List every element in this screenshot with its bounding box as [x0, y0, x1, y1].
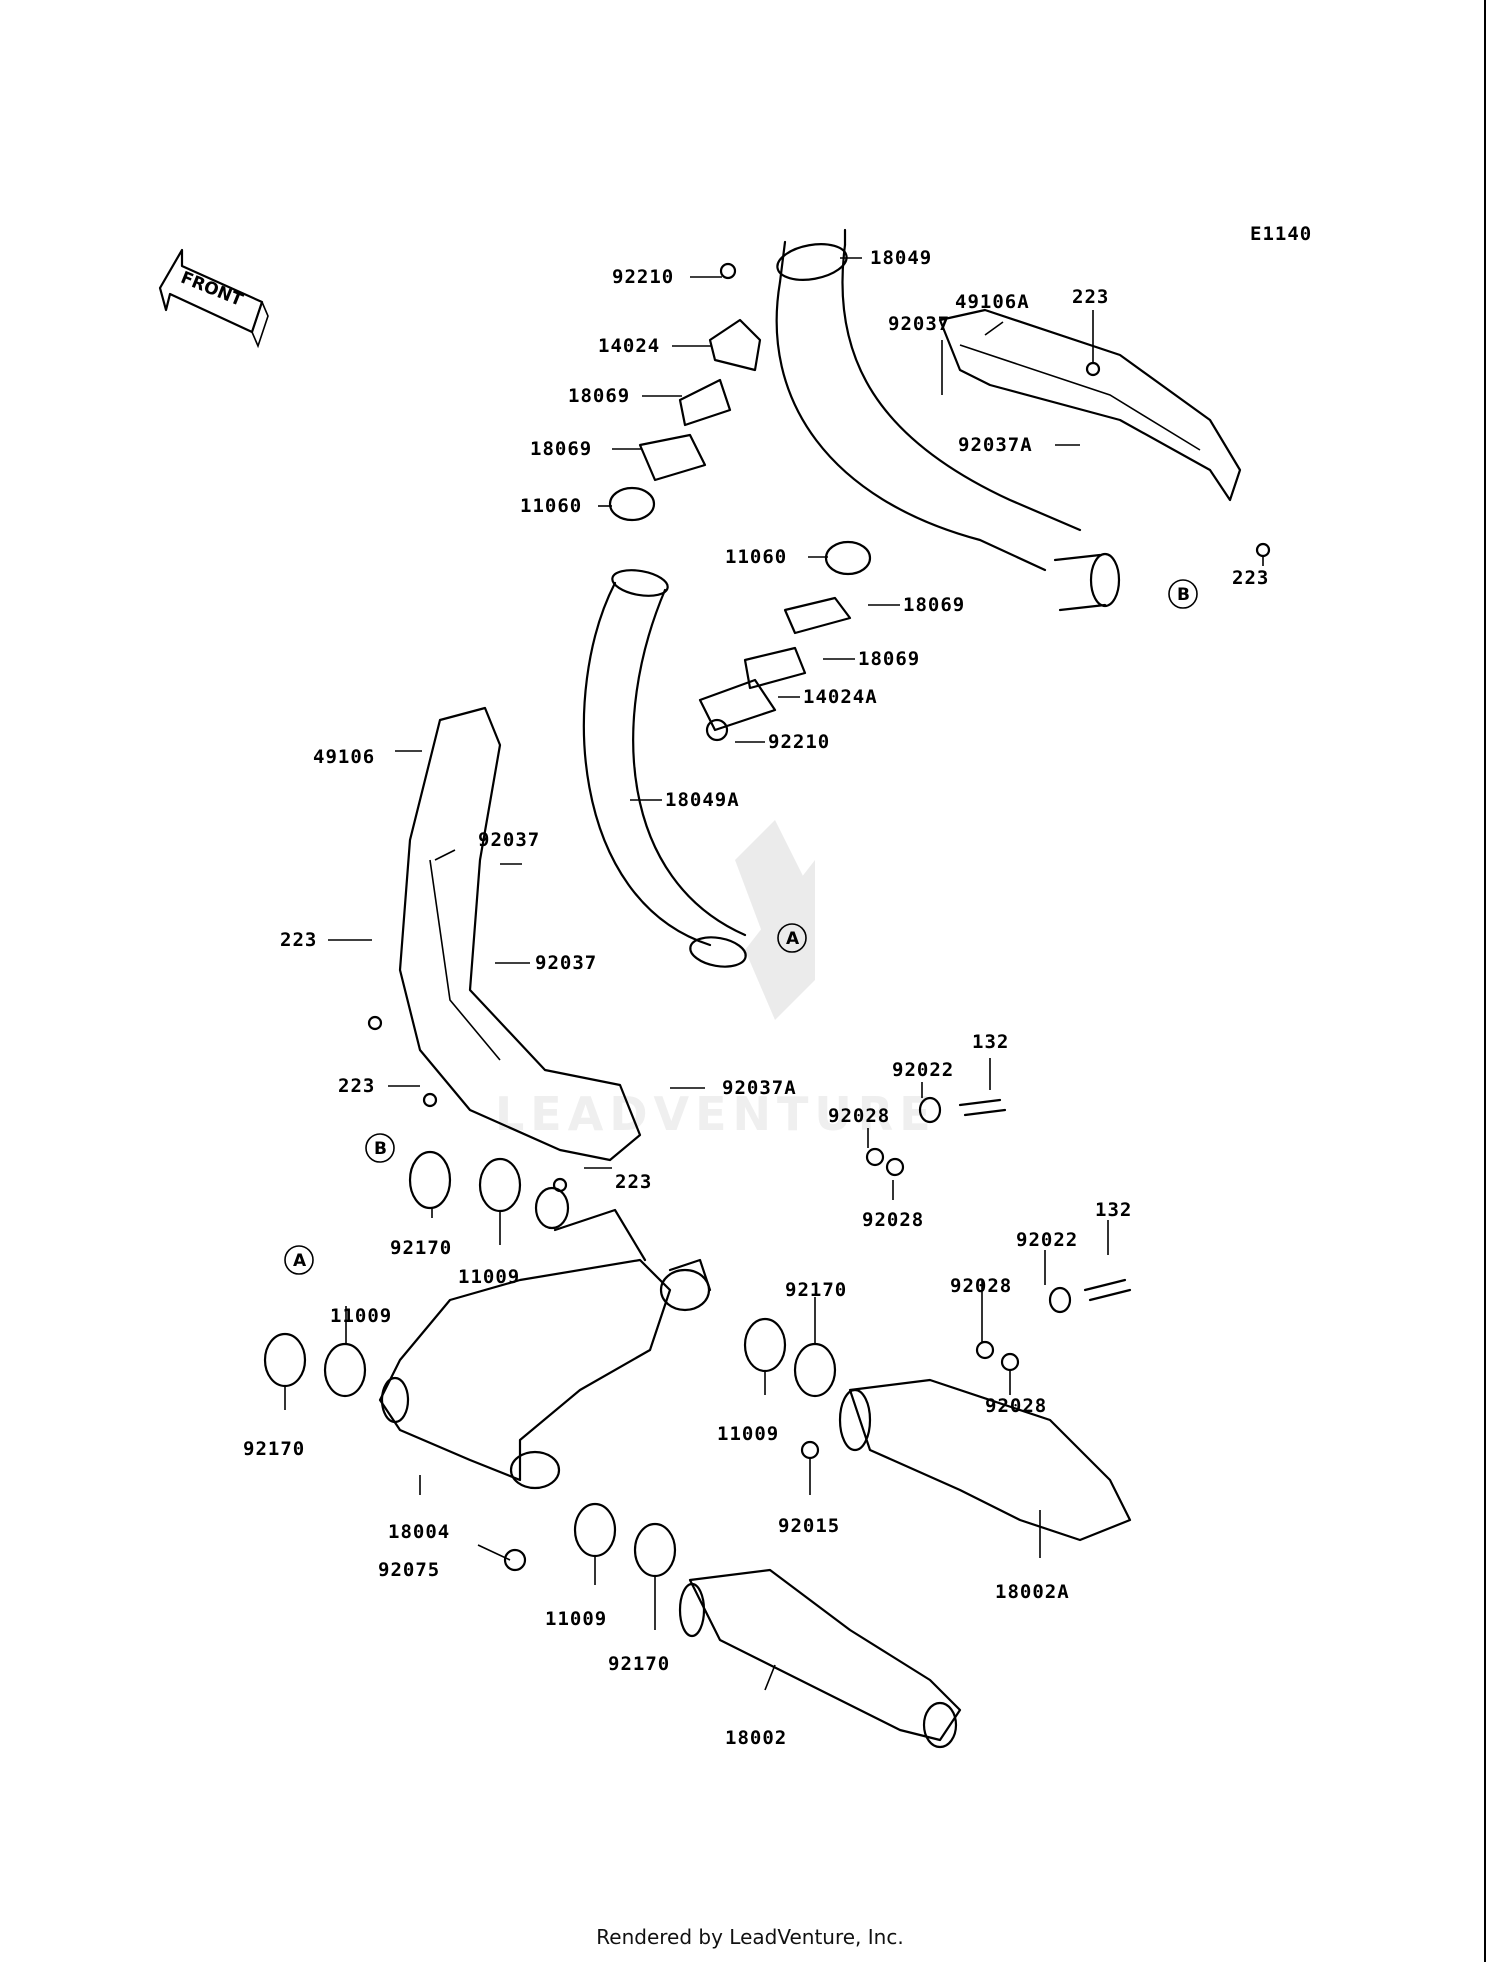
part-label-11060: 11060 — [725, 546, 787, 568]
front-label: FRONT — [178, 268, 246, 311]
clamp-parts-upper — [608, 262, 872, 742]
part-label-18049: 18049 — [870, 247, 932, 269]
part-label-14024A: 14024A — [803, 686, 878, 708]
part-label-18069: 18069 — [530, 438, 592, 460]
part-label-223: 223 — [1232, 567, 1269, 589]
part-label-49106A: 49106A — [955, 291, 1030, 313]
part-label-92028: 92028 — [862, 1209, 924, 1231]
part-label-92075: 92075 — [378, 1559, 440, 1581]
part-label-92037: 92037 — [888, 313, 950, 335]
muffler-18002 — [678, 1568, 962, 1749]
part-label-223: 223 — [1072, 286, 1109, 308]
svg-text:B: B — [374, 1139, 387, 1159]
part-label-92015: 92015 — [778, 1515, 840, 1537]
part-label-223: 223 — [280, 929, 317, 951]
part-label-92028: 92028 — [950, 1275, 1012, 1297]
svg-text:A: A — [786, 929, 800, 949]
footer-credit: Rendered by LeadVenture, Inc. — [596, 1925, 904, 1949]
part-label-18049A: 18049A — [665, 789, 740, 811]
part-label-49106: 49106 — [313, 746, 375, 768]
part-label-223: 223 — [615, 1171, 652, 1193]
callout-B-lower: B — [365, 1133, 395, 1163]
part-label-92210: 92210 — [612, 266, 674, 288]
part-label-18002A: 18002A — [995, 1581, 1070, 1603]
part-label-223: 223 — [338, 1075, 375, 1097]
part-label-92037: 92037 — [478, 829, 540, 851]
part-label-18004: 18004 — [388, 1521, 450, 1543]
heat-guard-49106 — [398, 706, 642, 1162]
part-label-92170: 92170 — [390, 1237, 452, 1259]
header-pipe-18049 — [775, 228, 1121, 612]
part-label-11009: 11009 — [458, 1266, 520, 1288]
part-label-11060: 11060 — [520, 495, 582, 517]
watermark-text: LEADVENTURE — [495, 1087, 937, 1141]
watermark: LEADVENTURE — [495, 820, 937, 1141]
part-label-18069: 18069 — [858, 648, 920, 670]
muffler-18002A — [838, 1378, 1132, 1542]
header-pipe-18049A — [582, 569, 747, 968]
page-edge-line — [1484, 0, 1486, 1962]
part-label-92028: 92028 — [985, 1395, 1047, 1417]
part-label-92022: 92022 — [1016, 1229, 1078, 1251]
part-label-11009: 11009 — [545, 1608, 607, 1630]
leader-lines — [284, 257, 1264, 1691]
callout-A-upper: A — [777, 923, 807, 953]
part-label-92210: 92210 — [768, 731, 830, 753]
muffler-connector-18004 — [378, 1186, 712, 1490]
part-label-92028: 92028 — [828, 1105, 890, 1127]
gaskets-lower — [263, 1150, 837, 1578]
part-label-18069: 18069 — [903, 594, 965, 616]
part-label-11009: 11009 — [717, 1423, 779, 1445]
part-label-92037A: 92037A — [722, 1077, 797, 1099]
part-label-18002: 18002 — [725, 1727, 787, 1749]
part-label-92170: 92170 — [243, 1438, 305, 1460]
front-direction-arrow: FRONT — [158, 248, 269, 349]
heat-guard-49106A — [938, 308, 1242, 502]
part-label-132: 132 — [1095, 1199, 1132, 1221]
part-label-92022: 92022 — [892, 1059, 954, 1081]
part-label-14024: 14024 — [598, 335, 660, 357]
part-label-92170: 92170 — [608, 1653, 670, 1675]
part-label-132: 132 — [972, 1031, 1009, 1053]
callout-A-lower: A — [284, 1245, 314, 1275]
part-label-11009: 11009 — [330, 1305, 392, 1327]
part-label-18069: 18069 — [568, 385, 630, 407]
svg-text:B: B — [1177, 585, 1190, 605]
part-label-92170: 92170 — [785, 1279, 847, 1301]
part-label-92037: 92037 — [535, 952, 597, 974]
hardware — [367, 361, 1271, 1572]
callout-B-upper: B — [1168, 579, 1198, 609]
part-label-E1140: E1140 — [1250, 223, 1312, 245]
svg-text:A: A — [293, 1251, 307, 1271]
part-label-92037A: 92037A — [958, 434, 1033, 456]
